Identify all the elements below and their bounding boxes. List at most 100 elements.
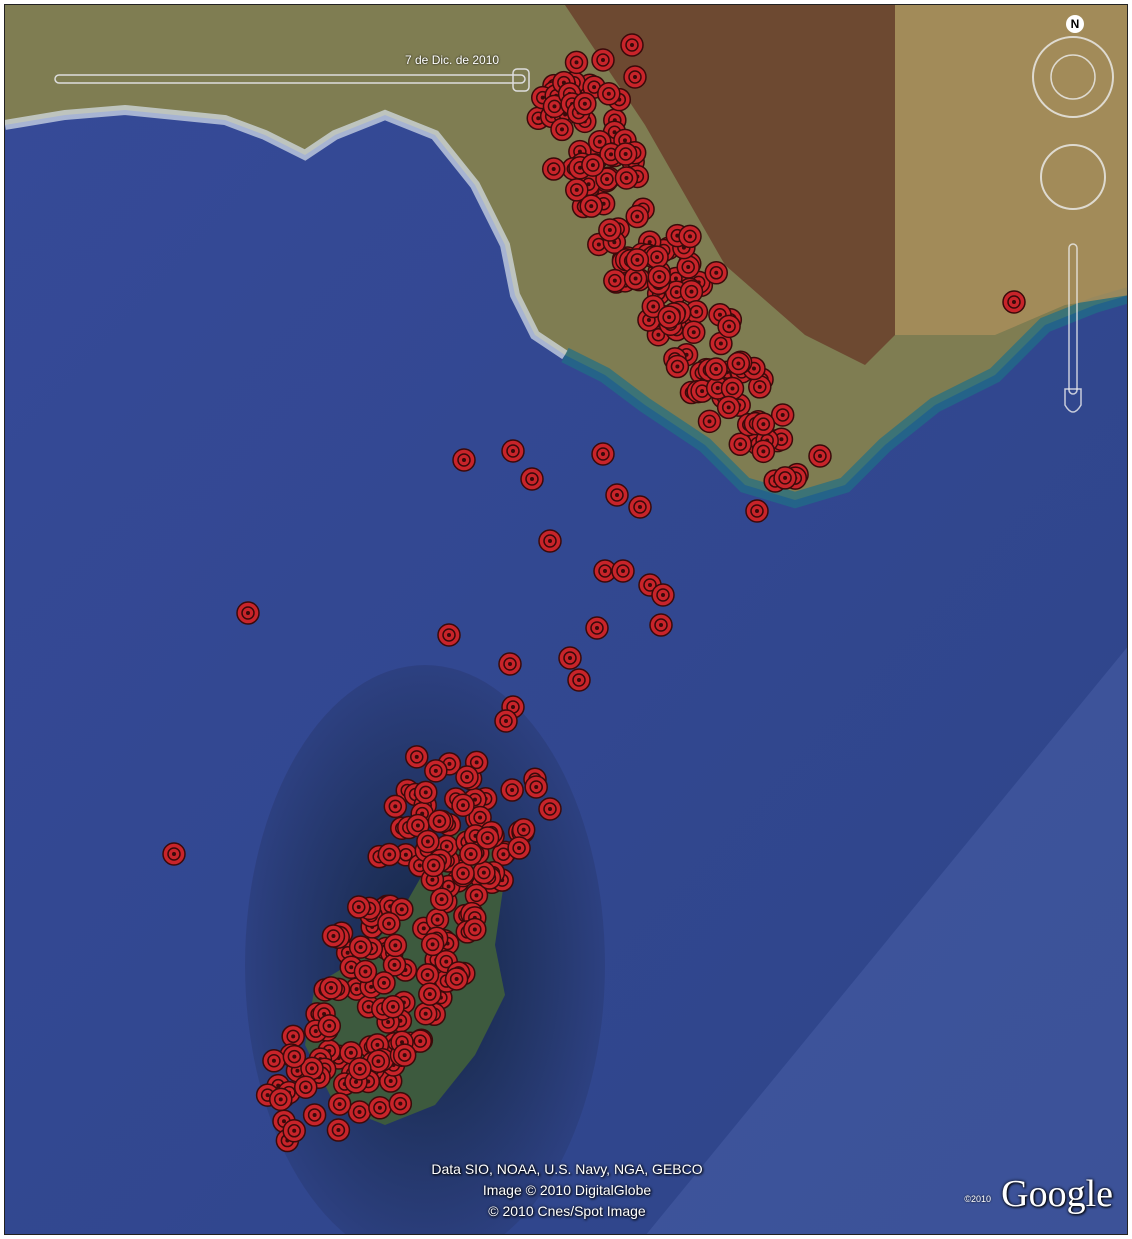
- placemark-icon[interactable]: [416, 829, 440, 854]
- placemark-icon[interactable]: [573, 91, 597, 116]
- placemark-icon[interactable]: [538, 797, 562, 821]
- placemark-icon[interactable]: [682, 320, 706, 344]
- placemark-icon[interactable]: [620, 33, 644, 57]
- placemark-icon[interactable]: [262, 1049, 286, 1073]
- placemark-icon[interactable]: [347, 1100, 372, 1124]
- satellite-imagery[interactable]: [5, 5, 1128, 1235]
- placemark-icon[interactable]: [603, 268, 627, 293]
- placemark-icon[interactable]: [647, 265, 672, 289]
- placemark-icon[interactable]: [321, 924, 346, 948]
- placemark-icon[interactable]: [611, 559, 635, 583]
- placemark-icon[interactable]: [353, 959, 378, 984]
- placemark-icon[interactable]: [751, 412, 776, 436]
- placemark-icon[interactable]: [236, 601, 260, 625]
- navigation-controls[interactable]: [1025, 29, 1121, 419]
- placemark-icon[interactable]: [625, 248, 650, 272]
- placemark-icon[interactable]: [437, 623, 461, 647]
- placemark-icon[interactable]: [452, 448, 476, 472]
- placemark-icon[interactable]: [377, 842, 402, 867]
- placemark-icon[interactable]: [678, 224, 702, 249]
- placemark-icon[interactable]: [327, 1092, 352, 1116]
- placemark-icon[interactable]: [319, 976, 343, 1000]
- placemark-icon[interactable]: [550, 117, 574, 142]
- placemark-icon[interactable]: [704, 261, 729, 285]
- placemark-icon[interactable]: [317, 1014, 342, 1038]
- placemark-icon[interactable]: [427, 809, 452, 833]
- placemark-icon[interactable]: [420, 932, 445, 957]
- placemark-icon[interactable]: [649, 613, 673, 637]
- placemark-icon[interactable]: [382, 953, 407, 977]
- placemark-icon[interactable]: [697, 409, 722, 434]
- placemark-icon[interactable]: [679, 279, 704, 304]
- placemark-icon[interactable]: [347, 895, 371, 919]
- placemark-icon[interactable]: [472, 860, 496, 885]
- placemark-icon[interactable]: [567, 668, 591, 692]
- placemark-icon[interactable]: [564, 50, 589, 75]
- placemark-icon[interactable]: [421, 853, 446, 878]
- placemark-icon[interactable]: [444, 967, 469, 991]
- placemark-icon[interactable]: [524, 775, 548, 799]
- placemark-icon[interactable]: [348, 1057, 372, 1081]
- placemark-icon[interactable]: [507, 836, 531, 860]
- placemark-icon[interactable]: [773, 466, 797, 490]
- placemark-icon[interactable]: [645, 245, 669, 269]
- placemark-icon[interactable]: [475, 826, 500, 850]
- placemark-icon[interactable]: [368, 1096, 392, 1120]
- placemark-icon[interactable]: [281, 1024, 305, 1049]
- placemark-icon[interactable]: [581, 153, 605, 177]
- placemark-icon[interactable]: [808, 444, 832, 468]
- placemark-icon[interactable]: [558, 646, 582, 670]
- placemark-icon[interactable]: [520, 467, 544, 491]
- placemark-icon[interactable]: [282, 1044, 307, 1069]
- placemark-icon[interactable]: [302, 1103, 327, 1127]
- placemark-icon[interactable]: [625, 204, 649, 229]
- placemark-icon[interactable]: [498, 652, 522, 676]
- placemark-icon[interactable]: [282, 1119, 306, 1143]
- placemark-icon[interactable]: [728, 432, 753, 457]
- placemark-icon[interactable]: [388, 1091, 413, 1116]
- map-view[interactable]: 7 de Dic. de 2010 N Data SIO, NOAA, U.S.…: [4, 4, 1128, 1235]
- placemark-icon[interactable]: [751, 439, 776, 464]
- placemark-icon[interactable]: [459, 842, 483, 866]
- placemark-icon[interactable]: [726, 351, 751, 376]
- placemark-icon[interactable]: [413, 1001, 438, 1026]
- placemark-icon[interactable]: [1002, 290, 1026, 314]
- placemark-icon[interactable]: [500, 778, 524, 802]
- placemark-icon[interactable]: [383, 933, 408, 958]
- placemark-icon[interactable]: [377, 911, 401, 936]
- placemark-icon[interactable]: [326, 1118, 351, 1142]
- placemark-icon[interactable]: [455, 765, 479, 789]
- placemark-icon[interactable]: [494, 709, 518, 733]
- placemark-icon[interactable]: [605, 483, 629, 507]
- placemark-icon[interactable]: [300, 1056, 324, 1081]
- placemark-icon[interactable]: [585, 616, 609, 640]
- placemark-icon[interactable]: [704, 357, 728, 381]
- placemark-icon[interactable]: [408, 1029, 432, 1053]
- placemark-icon[interactable]: [591, 48, 615, 72]
- placemark-icon[interactable]: [595, 167, 619, 191]
- placemark-icon[interactable]: [463, 917, 487, 942]
- placemark-icon[interactable]: [614, 166, 639, 190]
- placemark-icon[interactable]: [579, 194, 604, 218]
- placemark-icon[interactable]: [392, 1043, 417, 1067]
- placemark-icon[interactable]: [716, 395, 741, 420]
- placemark-icon[interactable]: [717, 314, 741, 339]
- time-slider[interactable]: [45, 67, 535, 95]
- placemark-icon[interactable]: [418, 982, 442, 1006]
- placemark-icon[interactable]: [501, 439, 525, 463]
- placemark-icon[interactable]: [538, 529, 562, 553]
- placemark-icon[interactable]: [628, 495, 652, 519]
- placemark-icon[interactable]: [598, 218, 622, 242]
- placemark-icon[interactable]: [414, 780, 438, 805]
- placemark-layer[interactable]: [162, 33, 1026, 1153]
- placemark-icon[interactable]: [383, 794, 408, 819]
- placemark-icon[interactable]: [511, 817, 536, 842]
- placemark-icon[interactable]: [293, 1075, 318, 1099]
- placemark-icon[interactable]: [597, 82, 621, 106]
- placemark-icon[interactable]: [451, 793, 475, 817]
- placemark-icon[interactable]: [770, 403, 795, 427]
- placemark-icon[interactable]: [372, 971, 396, 995]
- placemark-icon[interactable]: [720, 376, 745, 401]
- placemark-icon[interactable]: [665, 354, 690, 379]
- placemark-icon[interactable]: [269, 1087, 293, 1112]
